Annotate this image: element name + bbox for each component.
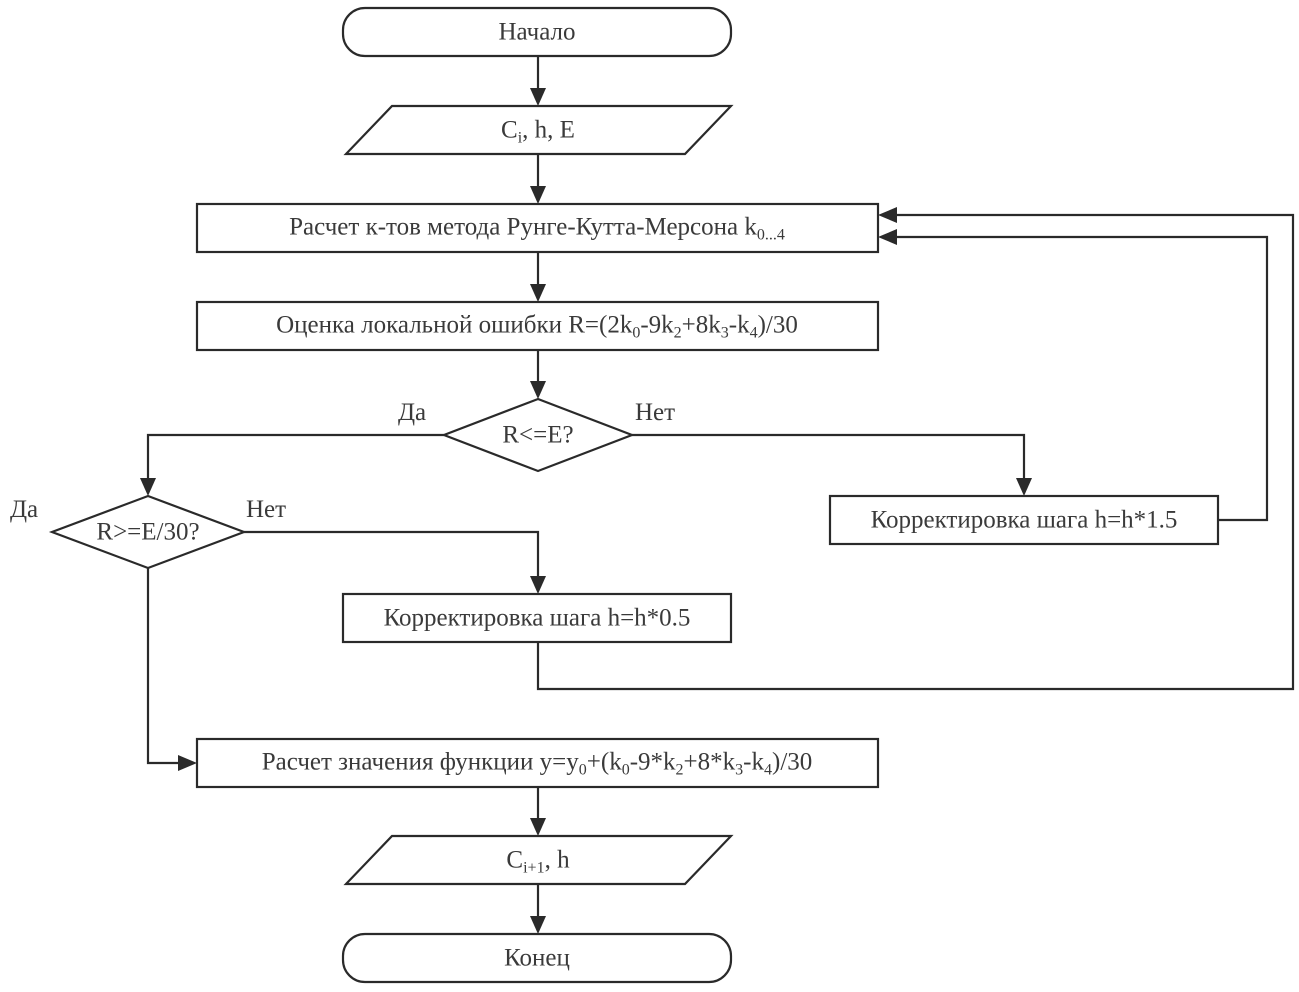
decision-1-no-label: Нет	[635, 399, 676, 426]
input-label-sub: i	[517, 129, 523, 147]
calc-value-label-part: -9*k	[629, 748, 676, 776]
edge-input-calc-coeffs	[530, 154, 546, 204]
node-output-shape	[343, 834, 734, 886]
node-decision-1-label: R<=E?	[502, 421, 574, 449]
calc-value-label-sub: 3	[735, 761, 744, 779]
output-label-rest: , h	[544, 846, 570, 874]
edge-decision-1-yes	[140, 433, 444, 496]
node-input-shape	[343, 104, 734, 156]
calc-value-label-part: -k	[743, 748, 764, 776]
calc-coeffs-label-main: Расчет к-тов метода Рунге-Кутта-Мерсона …	[289, 213, 757, 241]
node-calc-value-shape	[195, 737, 880, 789]
error-label-sub: 4	[749, 324, 758, 342]
input-label-rest: , h, E	[522, 116, 575, 144]
node-end-label: Конец	[504, 944, 570, 972]
error-label-part: )/30	[757, 311, 798, 339]
edge-calc-coeffs-error	[530, 252, 546, 302]
error-label-sub: 2	[673, 324, 682, 342]
calc-coeffs-label-sub: 0...4	[756, 226, 785, 244]
edge-output-end	[530, 884, 546, 934]
decision-2-yes-label: Да	[10, 496, 39, 523]
input-label-main: C	[501, 116, 518, 144]
edge-calc-value-output	[530, 787, 546, 836]
error-label-sub: 3	[720, 324, 729, 342]
calc-value-label-sub: 0	[578, 761, 587, 779]
edge-decision-2-yes	[146, 568, 197, 771]
node-step-decrease-shape	[341, 592, 733, 644]
node-step-increase-label: Корректировка шага h=h*1.5	[870, 506, 1178, 534]
node-output-label: Ci+1, h	[506, 846, 570, 877]
node-input-label: Ci, h, E	[501, 116, 575, 147]
calc-value-label-part: )/30	[771, 748, 813, 776]
output-label-sub: i+1	[523, 859, 545, 877]
error-label-part: Оценка локальной ошибки R=(2k	[276, 311, 633, 339]
edge-step-decrease-loop	[536, 207, 1295, 691]
output-label-main: C	[506, 846, 524, 874]
node-error-estimate-shape	[195, 300, 880, 352]
calc-value-label-sub: 4	[763, 761, 772, 779]
edge-step-increase-loop	[878, 229, 1269, 522]
node-decision-1-shape	[440, 397, 636, 473]
decision-2-no-label: Нет	[246, 496, 287, 523]
error-label-part: -k	[728, 311, 750, 339]
edge-error-decision-1	[530, 350, 546, 399]
calc-value-label-part: Расчет значения функции y=y	[261, 748, 579, 776]
node-start-label: Начало	[498, 18, 576, 46]
error-label-sub: 0	[632, 324, 641, 342]
node-end-shape	[341, 932, 733, 984]
decision-1-yes-label: Да	[398, 399, 427, 426]
node-calc-value-label: Расчет значения функции y=y0+(k0-9*k2+8*…	[261, 748, 813, 779]
node-decision-2-label: R>=E/30?	[96, 518, 200, 546]
edge-decision-2-no	[244, 530, 546, 594]
node-calc-coeffs-label: Расчет к-тов метода Рунге-Кутта-Мерсона …	[289, 213, 785, 244]
edge-start-input	[530, 56, 546, 106]
node-step-decrease-label: Корректировка шага h=h*0.5	[383, 604, 691, 632]
calc-value-label-sub: 2	[675, 761, 684, 779]
error-label-part: -9k	[640, 311, 674, 339]
calc-value-label-part: +(k	[586, 748, 622, 776]
calc-value-label-sub: 0	[621, 761, 630, 779]
node-error-estimate-label: Оценка локальной ошибки R=(2k0-9k2+8k3-k…	[276, 311, 798, 342]
calc-value-label-part: +8*k	[683, 748, 736, 776]
error-label-part: +8k	[681, 311, 721, 339]
edge-decision-1-no	[632, 433, 1032, 496]
